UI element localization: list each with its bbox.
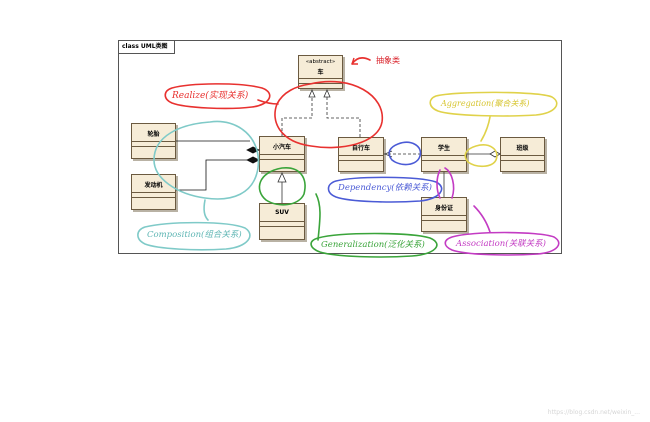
- aggregation-label-circle: [429, 91, 558, 117]
- class-class-room[interactable]: 班级: [500, 137, 545, 172]
- class-class-room-name: 班级: [516, 145, 529, 152]
- association-highlight-2: [436, 169, 441, 199]
- dependency-highlight: [388, 141, 422, 166]
- realize-label-tail: [257, 99, 279, 105]
- watermark: https://blog.csdn.net/weixin_...: [547, 409, 640, 416]
- frame-title: class UML类图: [119, 41, 175, 54]
- composition-label: Composition(组合关系): [147, 230, 242, 240]
- generalization-tail: [315, 193, 321, 241]
- composition-highlight-tail: [203, 199, 209, 221]
- dependency-label: Dependency(依赖关系): [338, 183, 432, 193]
- aggregation-label: Aggregation(聚合关系): [441, 99, 530, 108]
- association-label: Association(关联关系): [456, 239, 546, 249]
- dependency-label-circle: [327, 176, 443, 203]
- composition-label-circle: [137, 221, 251, 251]
- aggregation-tail: [480, 116, 491, 142]
- composition-connector: [176, 140, 260, 191]
- class-student[interactable]: 学生: [421, 137, 467, 172]
- class-small-car-name: 小汽车: [272, 144, 291, 151]
- class-student-name: 学生: [437, 145, 450, 152]
- abstract-class-note: 抽象类: [376, 56, 400, 65]
- class-abstract-car-name: 车: [317, 69, 324, 76]
- generalization-label: Generalization(泛化关系): [321, 240, 425, 250]
- class-wheel-name: 轮胎: [147, 131, 160, 138]
- class-bicycle-name: 自行车: [351, 145, 370, 152]
- class-id-card-name: 身份证: [434, 205, 453, 212]
- generalization-connector: [277, 172, 287, 203]
- class-id-card[interactable]: 身份证: [421, 197, 467, 232]
- aggregation-highlight: [464, 144, 498, 168]
- association-highlight: [444, 167, 455, 199]
- class-suv[interactable]: SUV: [259, 203, 305, 240]
- realize-label-circle: [164, 83, 271, 110]
- composition-highlight: [153, 120, 260, 200]
- realize-label: Realize(实现关系): [172, 91, 249, 101]
- realize-highlight: [274, 80, 383, 149]
- association-label-circle: [444, 231, 560, 256]
- class-suv-name: SUV: [275, 209, 289, 216]
- class-engine-name: 发动机: [144, 182, 163, 189]
- realize-connector: [281, 88, 361, 137]
- generalization-label-circle: [310, 232, 438, 258]
- class-abstract-car[interactable]: «abstract» 车: [298, 55, 343, 89]
- generalization-highlight: [258, 167, 306, 206]
- class-engine[interactable]: 发动机: [131, 174, 176, 210]
- abstract-note-arrow: [351, 57, 371, 65]
- aggregation-connector: [467, 150, 501, 158]
- class-wheel[interactable]: 轮胎: [131, 123, 176, 159]
- abstract-stereotype: «abstract»: [305, 59, 336, 65]
- association-tail: [473, 205, 491, 233]
